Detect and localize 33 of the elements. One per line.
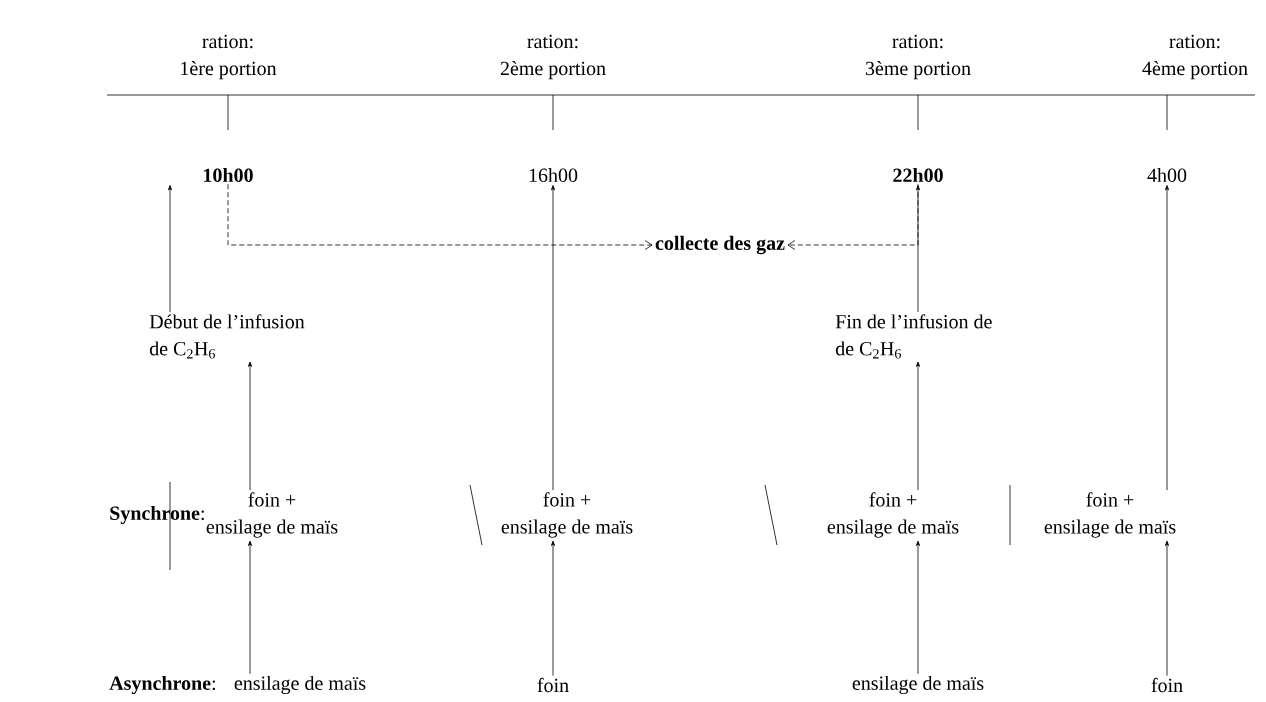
arrow [1165, 540, 1170, 677]
ration-text: foin + ensilage de maïs [206, 492, 338, 538]
ration-text: foin [537, 677, 569, 693]
note-text: Fin de l’infusion de de C$_{2}$H$_{6}$ [835, 314, 992, 359]
arrow [916, 185, 920, 313]
arrow [916, 540, 920, 675]
dashed-arrow [227, 183, 653, 250]
ration-text: foin + ensilage de maïs [501, 492, 633, 538]
ration-text: foin [1151, 677, 1183, 693]
row-label: Asynchrone: [109, 675, 215, 695]
column-heading: ration: 1ère portion [181, 34, 277, 80]
arrow [1165, 185, 1170, 491]
arrow [551, 540, 555, 677]
row-label: Synchrone: [110, 505, 204, 525]
time-label: 16h00 [529, 167, 578, 183]
time-label: 10h00 [204, 167, 253, 183]
time-label: 4h00 [1147, 167, 1187, 183]
ration-text: ensilage de maïs [852, 675, 984, 695]
ration-text: foin + ensilage de maïs [827, 492, 959, 538]
column-heading: ration: 4ème portion [1142, 34, 1248, 80]
column-heading: ration: 2ème portion [500, 34, 606, 80]
arrow [248, 540, 252, 675]
dashed-arrow [787, 183, 919, 250]
arrow [551, 185, 555, 491]
ration-text: foin + ensilage de maïs [1044, 492, 1176, 538]
arrow [248, 361, 252, 491]
note-text: Début de l’infusion de C$_{2}$H$_{6}$ [149, 314, 305, 359]
arrow [168, 185, 172, 313]
time-label: 22h00 [893, 167, 943, 183]
gas-collection-label: collecte des gaz [655, 235, 785, 255]
arrow [916, 361, 920, 491]
ration-text: ensilage de maïs [234, 675, 366, 695]
column-heading: ration: 3ème portion [865, 34, 971, 80]
